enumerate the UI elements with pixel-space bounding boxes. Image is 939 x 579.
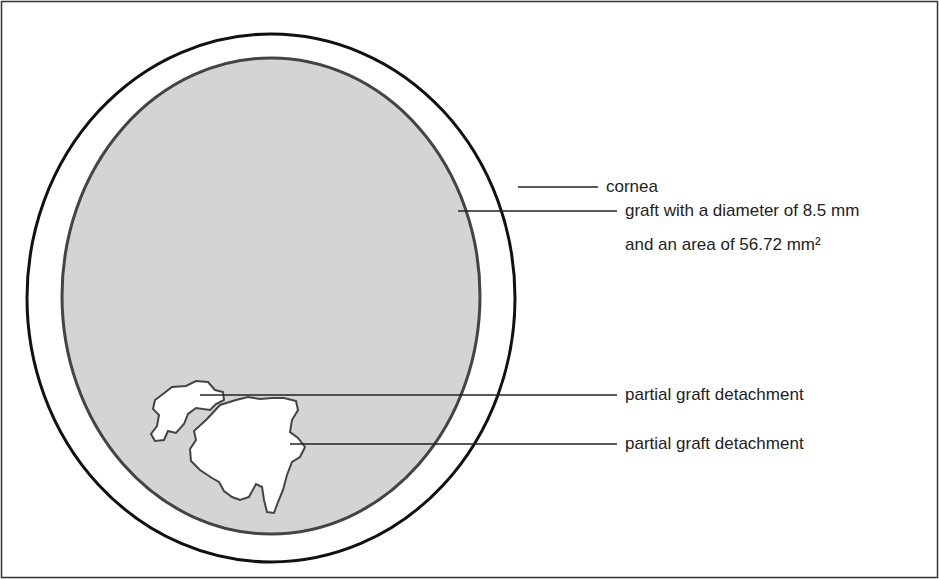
graft-disc (62, 58, 480, 534)
leader-line (290, 443, 617, 444)
part-label: partial graft detachment (625, 378, 804, 412)
dimension-label: graft with a diameter of 8.5 mm and an a… (625, 194, 875, 262)
cornea-outline (27, 34, 515, 562)
part-label: partial graft detachment (625, 427, 804, 461)
leader-line (200, 394, 617, 395)
part-label: cornea (606, 170, 658, 204)
detachment-area (190, 397, 305, 513)
leader-line (518, 186, 598, 187)
leader-line (458, 210, 617, 211)
